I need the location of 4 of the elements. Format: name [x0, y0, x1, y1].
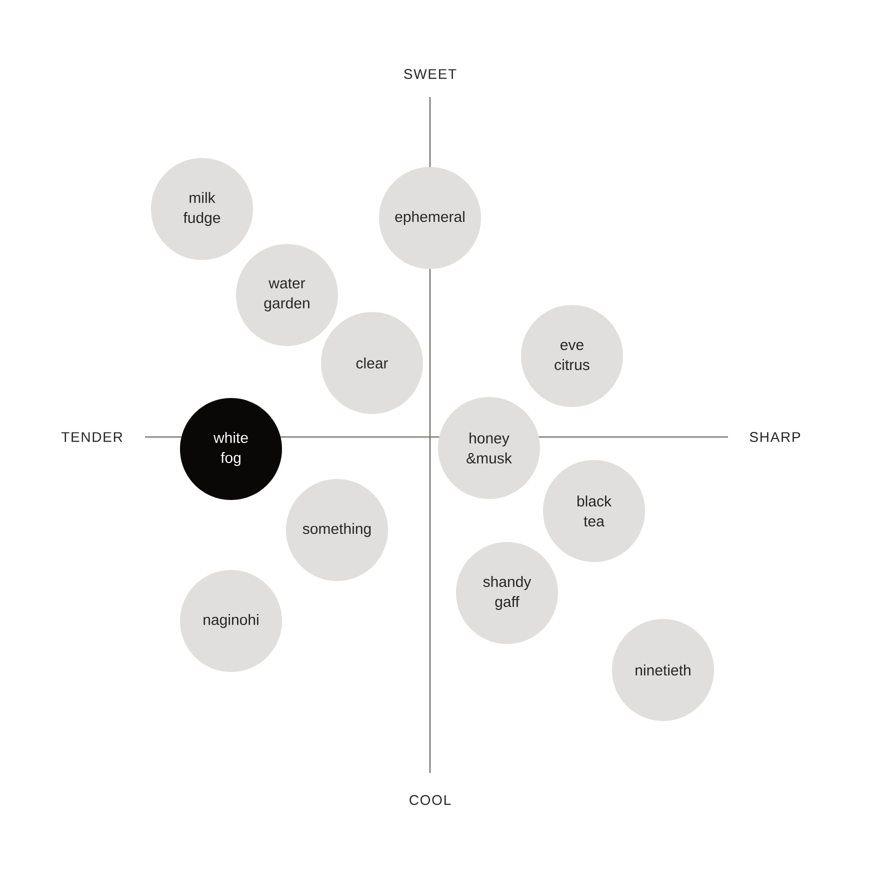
axis-label: TENDER [61, 432, 122, 442]
axis-label: SHARP [750, 432, 800, 442]
axis-label: COOL [410, 795, 451, 805]
axis-label: SWEET [404, 69, 456, 79]
